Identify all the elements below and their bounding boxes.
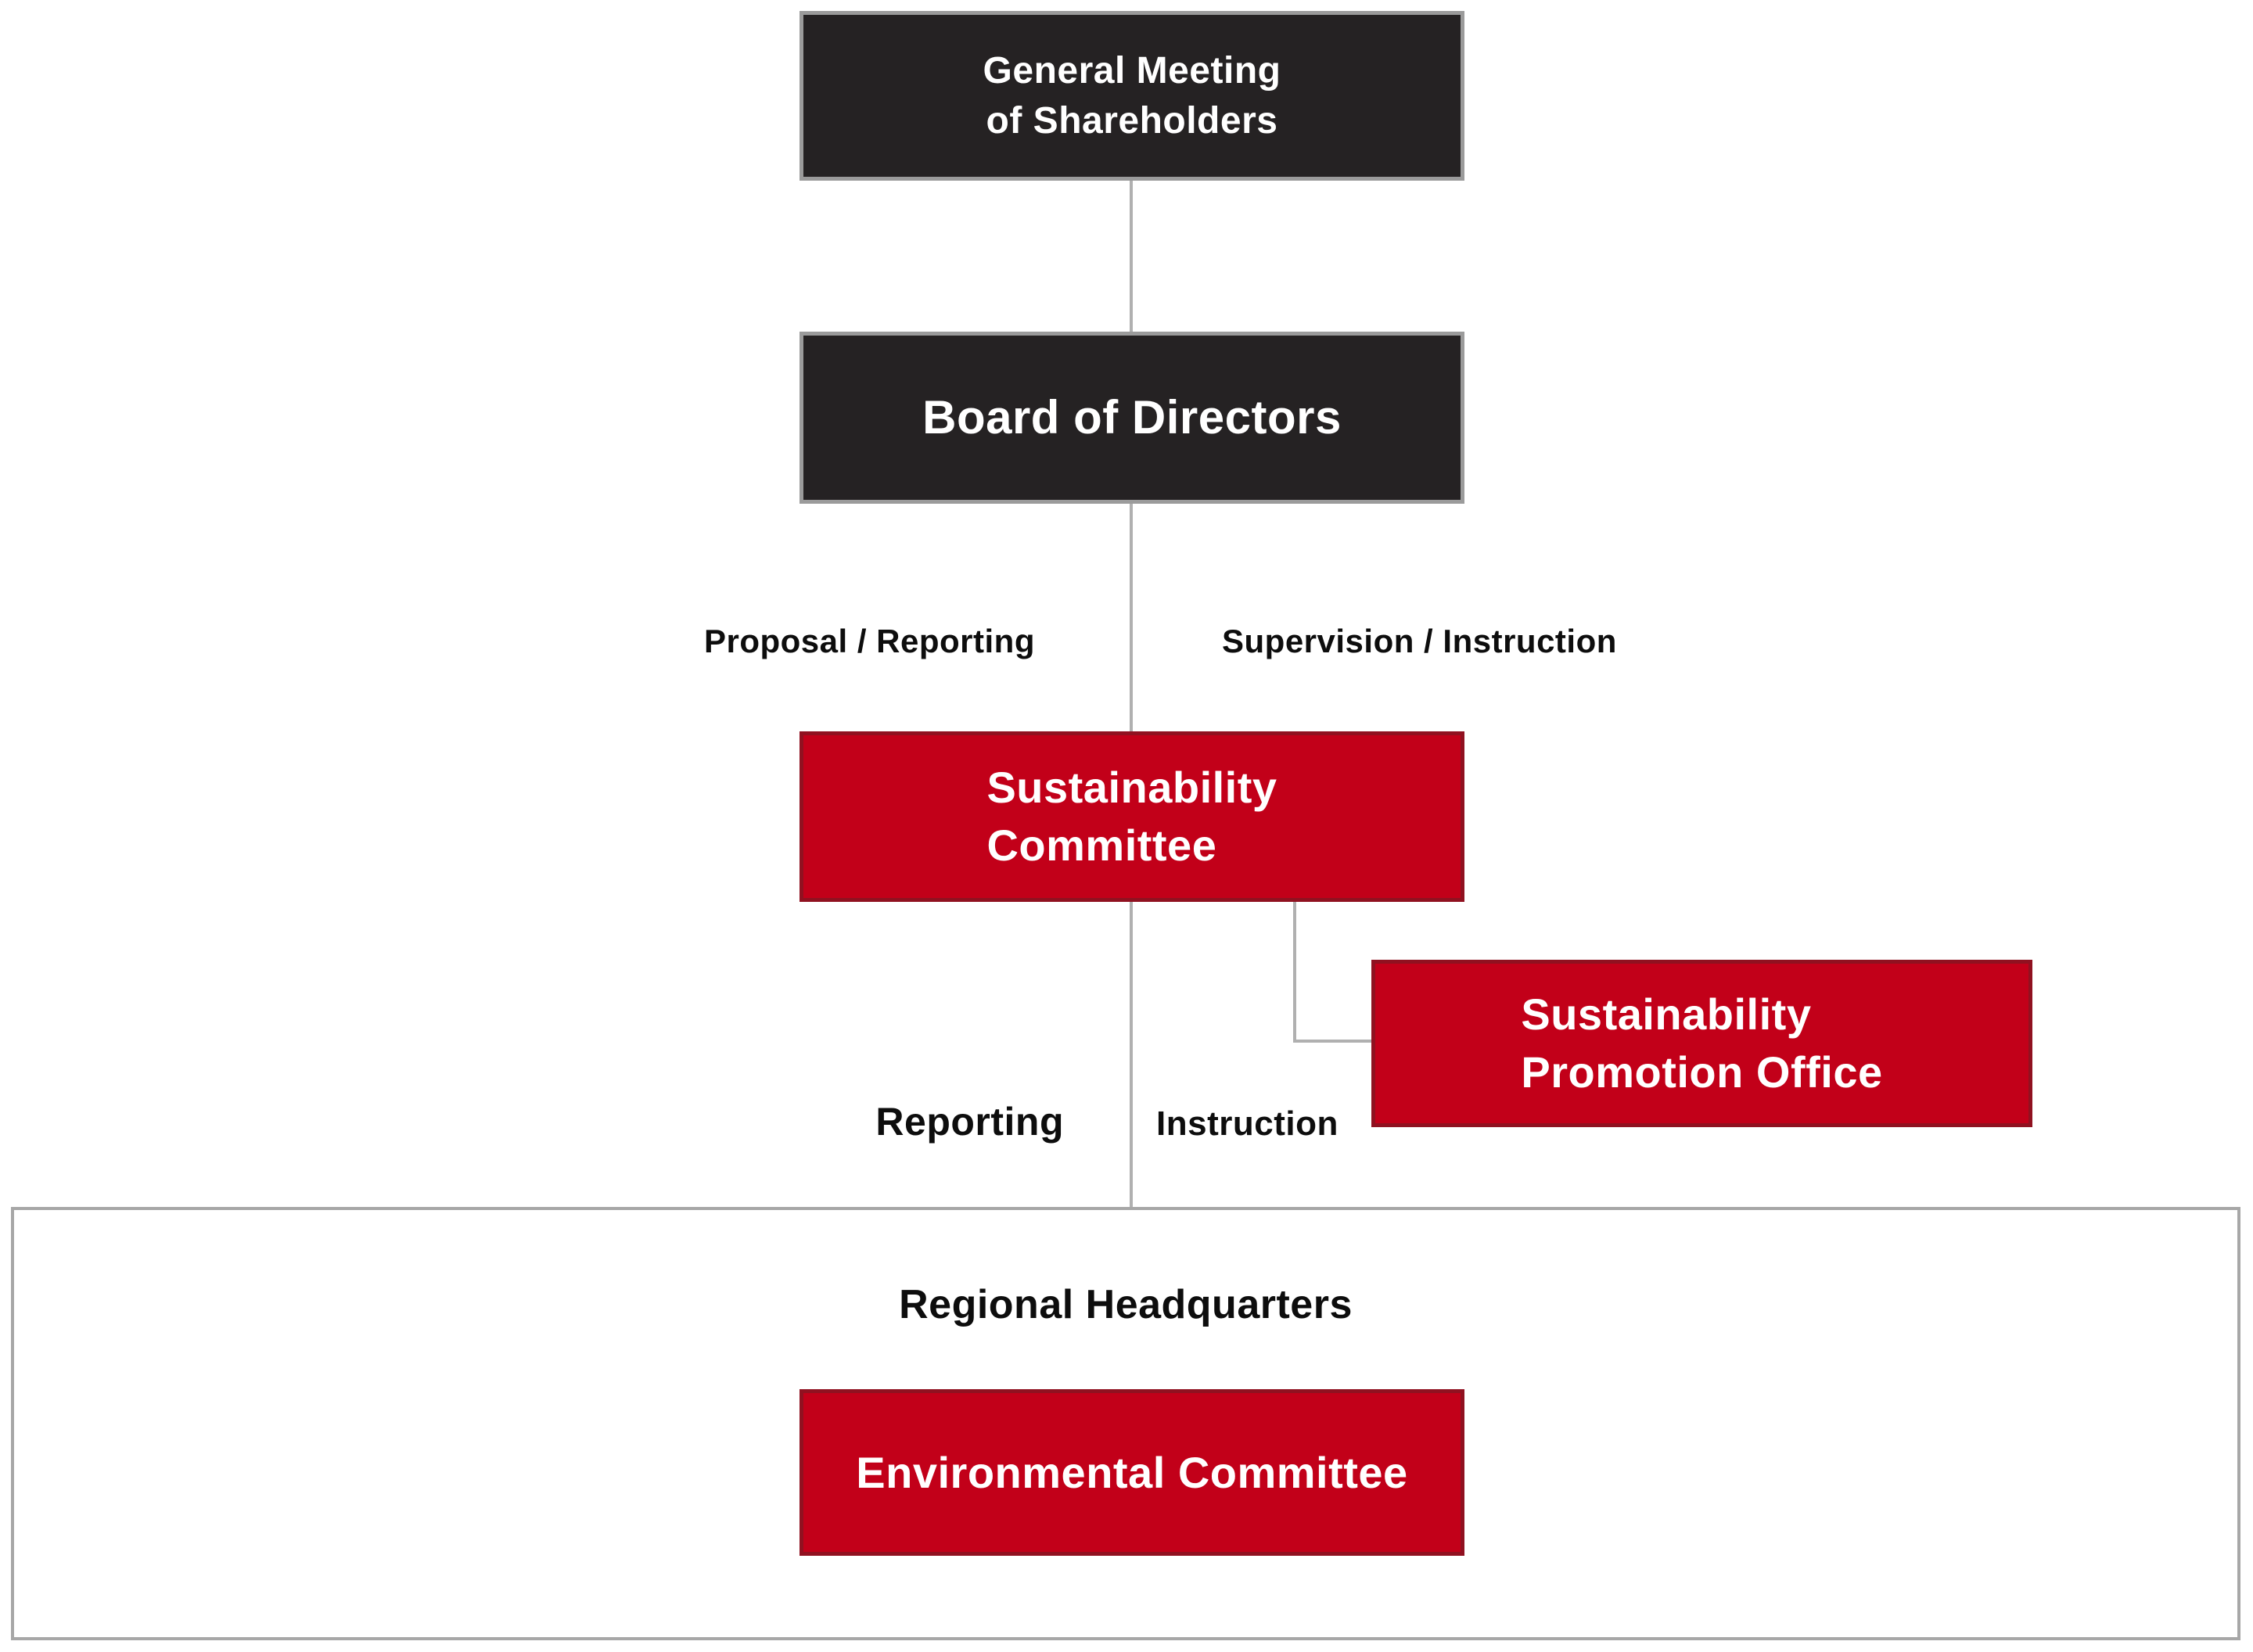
- edge-label-proposal-reporting: Proposal / Reporting: [703, 623, 1035, 659]
- connector-elbow-vertical-to-promotion-office: [1293, 902, 1296, 1043]
- edge-label-instruction: Instruction: [1156, 1104, 1339, 1143]
- connector-sustainability-committee-to-regional-headquarters: [1130, 902, 1133, 1208]
- edge-label-reporting: Reporting: [875, 1100, 1064, 1144]
- general-meeting-label: General Meeting of Shareholders: [983, 46, 1281, 146]
- connector-general-meeting-to-board: [1130, 181, 1133, 332]
- node-environmental-committee: Environmental Committee: [800, 1389, 1464, 1556]
- connector-elbow-horizontal-to-promotion-office: [1293, 1040, 1374, 1043]
- sustainability-promotion-office-label-line2: Promotion Office: [1521, 1047, 1883, 1097]
- sustainability-promotion-office-label-line1: Sustainability: [1521, 989, 1812, 1039]
- node-general-meeting-of-shareholders: General Meeting of Shareholders: [800, 11, 1464, 181]
- node-sustainability-committee: Sustainability Committee: [800, 731, 1464, 902]
- sustainability-committee-label-line1: Sustainability: [986, 763, 1277, 812]
- board-of-directors-label: Board of Directors: [922, 391, 1342, 444]
- general-meeting-label-line1: General Meeting: [983, 49, 1281, 92]
- node-sustainability-promotion-office: Sustainability Promotion Office: [1371, 960, 2032, 1127]
- connector-board-to-sustainability-committee: [1130, 504, 1133, 731]
- sustainability-committee-label: Sustainability Committee: [986, 759, 1277, 874]
- regional-headquarters-label: Regional Headquarters: [899, 1282, 1353, 1327]
- node-board-of-directors: Board of Directors: [800, 332, 1464, 504]
- edge-label-supervision-instruction: Supervision / Instruction: [1222, 623, 1617, 659]
- environmental-committee-label: Environmental Committee: [856, 1447, 1408, 1497]
- general-meeting-label-line2: of Shareholders: [986, 99, 1278, 142]
- sustainability-committee-label-line2: Committee: [986, 821, 1217, 870]
- sustainability-promotion-office-label: Sustainability Promotion Office: [1521, 986, 1882, 1101]
